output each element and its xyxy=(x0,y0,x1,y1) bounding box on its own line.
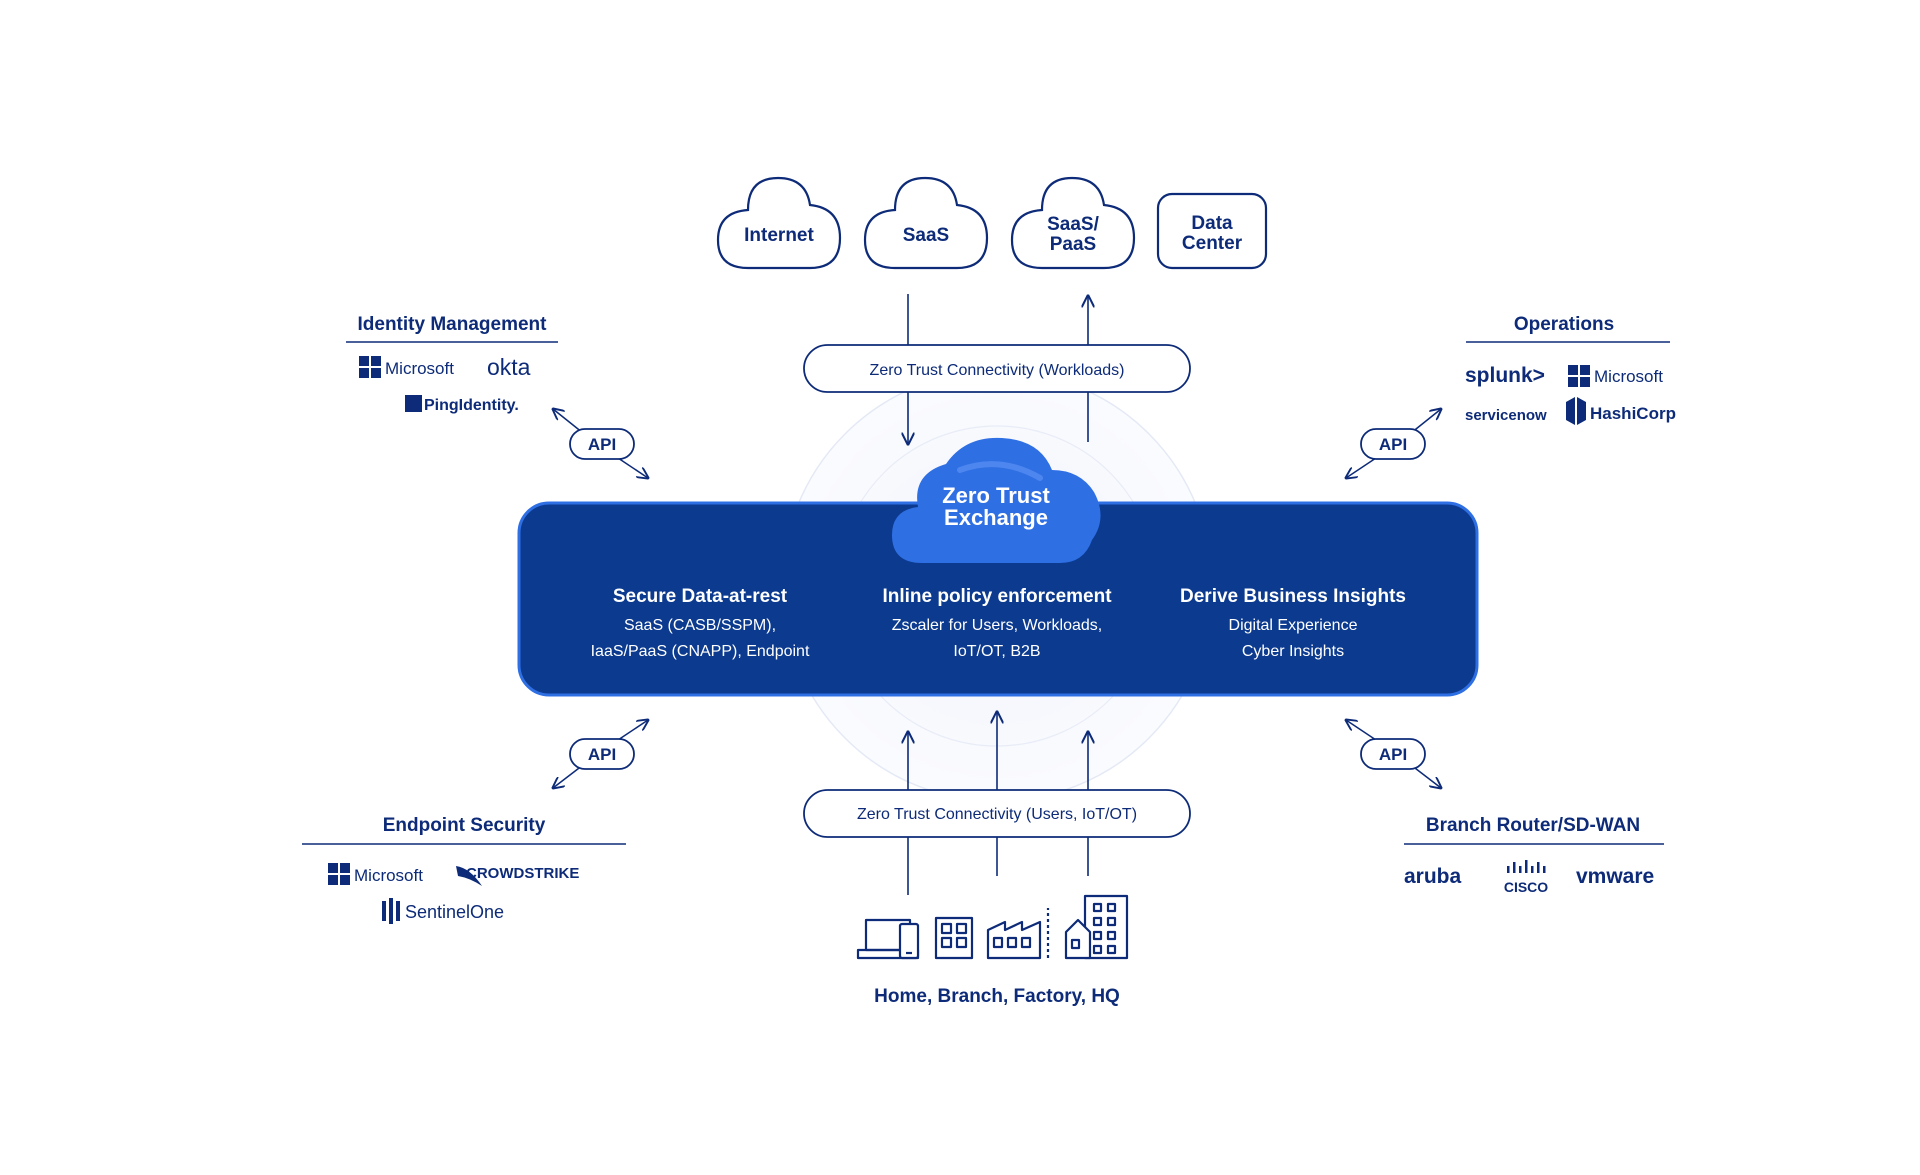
api-arrow xyxy=(553,409,584,434)
api-label: API xyxy=(1379,435,1407,454)
destination-label-line1: SaaS/ xyxy=(1047,214,1099,235)
users-connectivity-label: Zero Trust Connectivity (Users, IoT/OT) xyxy=(857,806,1137,823)
zero-trust-exchange-cloud: Zero Trust Exchange xyxy=(892,437,1101,563)
branch-router-group: Branch Router/SD-WAN aruba CISCO vmware xyxy=(1404,815,1664,895)
laptop-phone-icon xyxy=(856,918,920,960)
servicenow-logo: servicenow xyxy=(1465,407,1547,424)
logo-text: SentinelOne xyxy=(405,902,504,922)
logo-text: CROWDSTRIKE xyxy=(466,865,579,882)
exchange-column-business-insights: Derive Business Insights Digital Experie… xyxy=(1180,586,1406,660)
pingidentity-logo: PingIdentity. xyxy=(405,395,519,414)
destination-label: SaaS xyxy=(903,225,949,246)
hq-buildings-icon xyxy=(1064,894,1129,960)
destination-data-center: Data Center xyxy=(1156,192,1268,270)
api-arrow xyxy=(553,764,584,788)
column-text-line2: IoT/OT, B2B xyxy=(953,643,1040,660)
exchange-title-line2: Exchange xyxy=(944,505,1048,530)
microsoft-logo: Microsoft xyxy=(1568,365,1663,387)
factory-icon xyxy=(986,908,1050,960)
logo-text: Microsoft xyxy=(354,866,423,885)
logo-text: CISCO xyxy=(1504,879,1548,895)
branch-building-icon xyxy=(934,916,974,960)
splunk-logo: splunk> xyxy=(1465,364,1545,387)
workloads-connectivity-label: Zero Trust Connectivity (Workloads) xyxy=(870,362,1125,379)
api-badge-identity: API xyxy=(569,428,635,460)
exchange-column-secure-data: Secure Data-at-rest SaaS (CASB/SSPM), Ia… xyxy=(591,586,810,660)
group-title: Endpoint Security xyxy=(383,815,546,836)
okta-logo: okta xyxy=(487,354,531,380)
destination-label-line2: Center xyxy=(1182,233,1243,254)
api-arrow xyxy=(617,457,648,478)
api-arrow xyxy=(1346,720,1377,741)
api-badge-operations: API xyxy=(1360,428,1426,460)
hashicorp-logo: HashiCorp xyxy=(1566,397,1676,425)
microsoft-logo: Microsoft xyxy=(359,356,454,378)
workloads-connectivity-pill xyxy=(803,344,1191,393)
api-arrow xyxy=(1410,409,1441,434)
destination-label-line1: Data xyxy=(1191,213,1233,234)
destination-saas-paas: SaaS/ PaaS xyxy=(1010,176,1136,270)
locations-label: Home, Branch, Factory, HQ xyxy=(874,986,1120,1007)
destination-saas: SaaS xyxy=(863,176,989,270)
column-title: Derive Business Insights xyxy=(1180,586,1406,607)
api-badge-branch: API xyxy=(1360,738,1426,770)
column-text-line2: IaaS/PaaS (CNAPP), Endpoint xyxy=(591,643,810,660)
crowdstrike-logo: CROWDSTRIKE xyxy=(456,865,579,886)
endpoint-security-group: Endpoint Security Microsoft CROWDSTRIKE … xyxy=(302,815,626,924)
group-title: Operations xyxy=(1514,314,1614,335)
identity-management-group: Identity Management Microsoft okta PingI… xyxy=(346,314,558,414)
logo-text: HashiCorp xyxy=(1590,404,1676,423)
group-title: Branch Router/SD-WAN xyxy=(1426,815,1640,836)
destination-internet: Internet xyxy=(716,176,842,270)
exchange-column-inline-policy: Inline policy enforcement Zscaler for Us… xyxy=(882,586,1112,660)
column-text-line2: Cyber Insights xyxy=(1242,643,1344,660)
logo-text: Microsoft xyxy=(385,359,454,378)
api-arrow xyxy=(1410,764,1441,788)
column-text-line1: Digital Experience xyxy=(1229,617,1358,634)
logo-text: Microsoft xyxy=(1594,367,1663,386)
exchange-title-line1: Zero Trust xyxy=(942,483,1050,508)
column-title: Secure Data-at-rest xyxy=(613,586,788,607)
api-label: API xyxy=(588,435,616,454)
group-title: Identity Management xyxy=(358,314,548,335)
api-arrow xyxy=(617,720,648,741)
api-arrow xyxy=(1346,457,1377,478)
logo-text: PingIdentity. xyxy=(424,397,519,414)
destination-label-line2: PaaS xyxy=(1050,234,1096,255)
aruba-logo: aruba xyxy=(1404,865,1462,888)
api-label: API xyxy=(588,745,616,764)
column-title: Inline policy enforcement xyxy=(882,586,1112,607)
cisco-logo: CISCO xyxy=(1504,860,1548,895)
column-text-line1: SaaS (CASB/SSPM), xyxy=(624,617,776,634)
operations-group: Operations splunk> Microsoft servicenow … xyxy=(1465,314,1676,425)
vmware-logo: vmware xyxy=(1576,865,1654,888)
destination-label: Internet xyxy=(744,225,814,246)
api-label: API xyxy=(1379,745,1407,764)
api-badge-endpoint: API xyxy=(569,738,635,770)
sentinelone-logo: SentinelOne xyxy=(382,898,504,924)
column-text-line1: Zscaler for Users, Workloads, xyxy=(892,617,1102,634)
microsoft-logo: Microsoft xyxy=(328,863,423,885)
